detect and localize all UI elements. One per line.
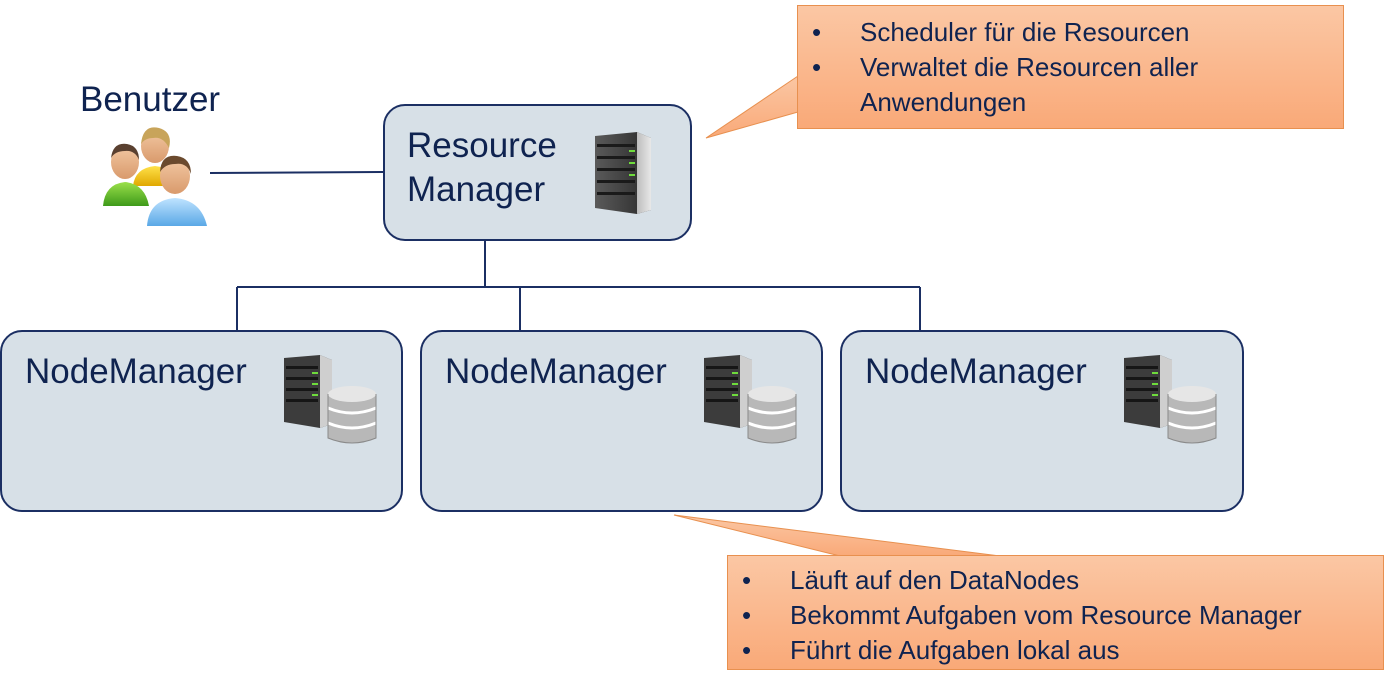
server-database-icon bbox=[284, 355, 377, 444]
node-manager-box-1: NodeManager bbox=[0, 330, 403, 512]
node-manager-box-3: NodeManager bbox=[840, 330, 1244, 512]
user-to-rm-line bbox=[209, 171, 385, 174]
node-manager-box-2: NodeManager bbox=[420, 330, 823, 512]
callout-item: Führt die Aufgaben lokal aus bbox=[728, 633, 1383, 668]
node-manager-title: NodeManager bbox=[25, 352, 247, 391]
server-database-icon bbox=[704, 355, 797, 444]
node-manager-title: NodeManager bbox=[445, 352, 667, 391]
callout-rm-pointer bbox=[705, 75, 799, 139]
users-group-icon bbox=[103, 127, 207, 226]
resource-manager-title: Resource Manager bbox=[407, 126, 557, 209]
callout-node-manager: Läuft auf den DataNodes Bekommt Aufgaben… bbox=[727, 555, 1384, 670]
server-icon bbox=[595, 132, 651, 214]
callout-resource-manager: Scheduler für die Resourcen Verwaltet di… bbox=[797, 5, 1344, 129]
callout-nm-pointer bbox=[673, 514, 1001, 557]
resource-manager-box: Resource Manager bbox=[383, 104, 692, 241]
callout-item: Bekommt Aufgaben vom Resource Manager bbox=[728, 598, 1383, 633]
users-label: Benutzer bbox=[80, 80, 221, 119]
server-database-icon bbox=[1124, 355, 1217, 444]
callout-item: Verwaltet die Resourcen aller Anwendunge… bbox=[798, 50, 1343, 120]
node-manager-title: NodeManager bbox=[865, 352, 1087, 391]
callout-item: Scheduler für die Resourcen bbox=[798, 15, 1343, 50]
callout-item: Läuft auf den DataNodes bbox=[728, 563, 1383, 598]
